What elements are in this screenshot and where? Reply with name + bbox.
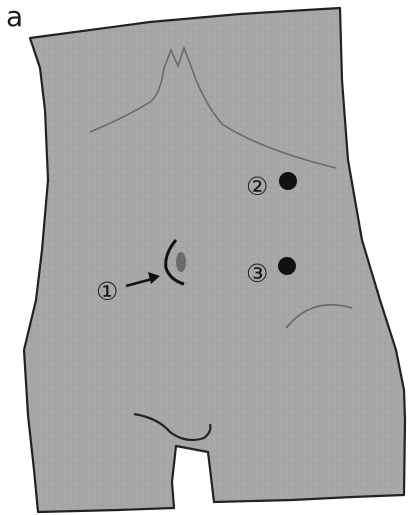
torso-silhouette bbox=[24, 8, 405, 512]
marker-label-2: ② bbox=[246, 172, 268, 201]
marker-label-3: ③ bbox=[246, 259, 268, 288]
port-3-dot bbox=[278, 257, 296, 275]
marker-label-1: ① bbox=[96, 277, 118, 306]
port-2-dot bbox=[279, 172, 297, 190]
umbilicus bbox=[176, 252, 186, 272]
